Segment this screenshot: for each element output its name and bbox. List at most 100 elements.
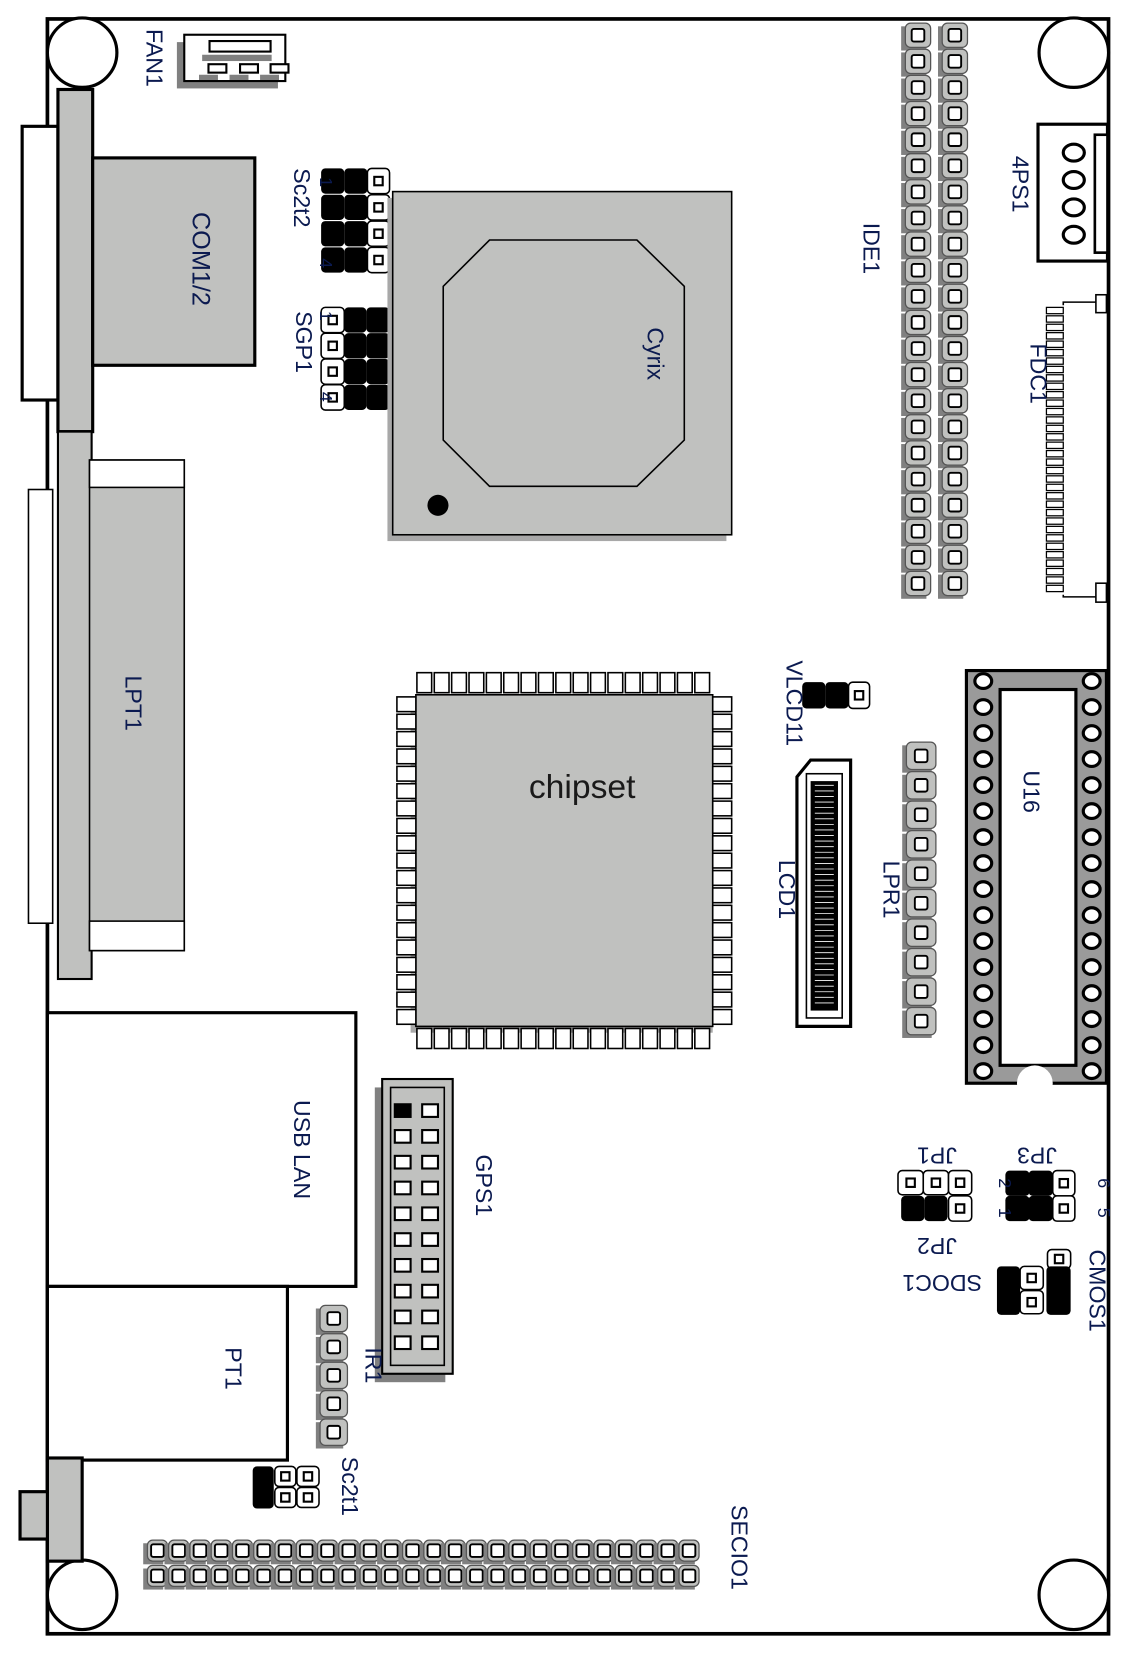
jp1-jp2-jumper[interactable]: [897, 1169, 973, 1222]
chipset-pin-right: [711, 748, 733, 765]
gps-label: GPS1: [471, 1154, 497, 1216]
pin-square: [947, 393, 963, 409]
pin-square: [596, 1543, 612, 1558]
pin-square: [341, 1568, 357, 1584]
chipset-pin-bottom: [624, 1027, 641, 1050]
socket-hole: [1081, 1010, 1102, 1029]
chipset-pin-top: [659, 671, 676, 694]
socket-hole: [973, 932, 994, 951]
pin-square: [947, 54, 963, 69]
ide-connector: [901, 22, 969, 599]
pin-square: [910, 445, 926, 461]
jumper-cap: [366, 333, 390, 359]
pin-square: [490, 1543, 505, 1558]
pin-square: [192, 1568, 208, 1584]
pin-square: [302, 1492, 314, 1503]
pin-square: [384, 1568, 399, 1584]
chipset-pin-left: [396, 800, 417, 817]
pin-square: [575, 1543, 590, 1558]
chipset-pin-right: [711, 765, 733, 782]
com-bracket: [20, 124, 60, 402]
chipset-pin-left: [396, 904, 417, 921]
pin-square: [280, 1492, 291, 1503]
jumper-cap: [344, 221, 368, 247]
pin-square: [192, 1543, 208, 1558]
chipset-pin-right: [711, 991, 733, 1008]
pin-square: [954, 1203, 966, 1214]
pin-square: [913, 807, 929, 823]
sdoc-cmos-jumper[interactable]: [996, 1248, 1072, 1315]
pin-square: [913, 1013, 929, 1029]
pin-square: [1058, 1177, 1070, 1189]
jumper-cap: [344, 307, 367, 333]
chipset-pin-left: [396, 1008, 417, 1026]
pin-square: [327, 340, 338, 352]
pin-square: [913, 895, 929, 911]
usb-lan-label: USB LAN: [289, 1100, 315, 1199]
pin-square: [910, 184, 926, 200]
pin-square: [947, 471, 963, 487]
sc2t2-label: Sc2t2: [289, 168, 315, 227]
pin-square: [150, 1568, 165, 1584]
pin-square: [1026, 1272, 1037, 1284]
pin-square: [302, 1471, 314, 1482]
jumper-cap: [1028, 1195, 1053, 1222]
usb-lan-connector: [45, 1011, 358, 1288]
jumper-cap: [1005, 1170, 1030, 1196]
vlcd-jumper[interactable]: [802, 681, 871, 710]
sgp1-jumper[interactable]: [320, 306, 390, 411]
chipset-pin-bottom: [555, 1027, 572, 1050]
jumper-cap: [252, 1466, 274, 1509]
gps-connector: [374, 1077, 454, 1383]
pin-square: [277, 1543, 293, 1558]
chipset-pin-right: [711, 696, 733, 713]
gps-pin: [421, 1206, 440, 1222]
gps-pin: [393, 1335, 412, 1351]
chipset-pin-top: [502, 671, 520, 694]
chipset-pin-bottom: [416, 1027, 433, 1050]
pin-square: [362, 1568, 378, 1584]
socket-hole: [973, 750, 994, 769]
jumper-cap: [321, 194, 345, 221]
pin-square: [910, 210, 926, 226]
power-label: 4PS1: [1008, 156, 1034, 213]
chipset-pin-right: [711, 869, 733, 887]
pin-square: [913, 837, 929, 852]
jp3-jumper[interactable]: [1005, 1169, 1076, 1222]
sc2t1-jumper[interactable]: [252, 1465, 320, 1509]
fdc-pin: [1045, 365, 1064, 374]
chipset-pin-left: [396, 765, 417, 782]
pin-square: [327, 314, 338, 326]
cmos-label: CMOS1: [1085, 1249, 1111, 1331]
chipset-pin-right: [711, 939, 733, 956]
pin-square: [947, 315, 963, 330]
socket-hole: [1081, 880, 1102, 899]
socket-hole: [973, 1036, 994, 1055]
pin-square: [326, 1339, 342, 1355]
pin-square: [326, 1424, 342, 1440]
chipset-pin-right: [711, 835, 733, 852]
socket-hole: [973, 1010, 994, 1029]
pin-square: [910, 80, 926, 95]
chipset-pin-bottom: [572, 1027, 589, 1050]
chipset-pin-left: [396, 956, 417, 973]
socket-hole: [973, 1062, 994, 1081]
socket-hole: [973, 906, 994, 925]
fdc-pin: [1045, 407, 1064, 416]
sc2t2-jumper[interactable]: [321, 167, 391, 274]
gps-pin: [421, 1257, 440, 1273]
pin-square: [447, 1568, 463, 1584]
pin-square: [426, 1543, 442, 1558]
pin-square: [913, 984, 929, 999]
pin-square: [947, 497, 963, 513]
pin-square: [617, 1543, 633, 1558]
chipset-pin-bottom: [537, 1027, 555, 1050]
pin-square: [280, 1471, 291, 1482]
pin-square: [660, 1543, 676, 1558]
lcd-connector: [795, 758, 853, 1028]
chipset-pin-top: [641, 671, 659, 694]
socket-hole: [1081, 672, 1102, 691]
pin-square: [913, 866, 929, 882]
secio-connector: [143, 1539, 700, 1590]
chipset-chip: [396, 671, 733, 1050]
